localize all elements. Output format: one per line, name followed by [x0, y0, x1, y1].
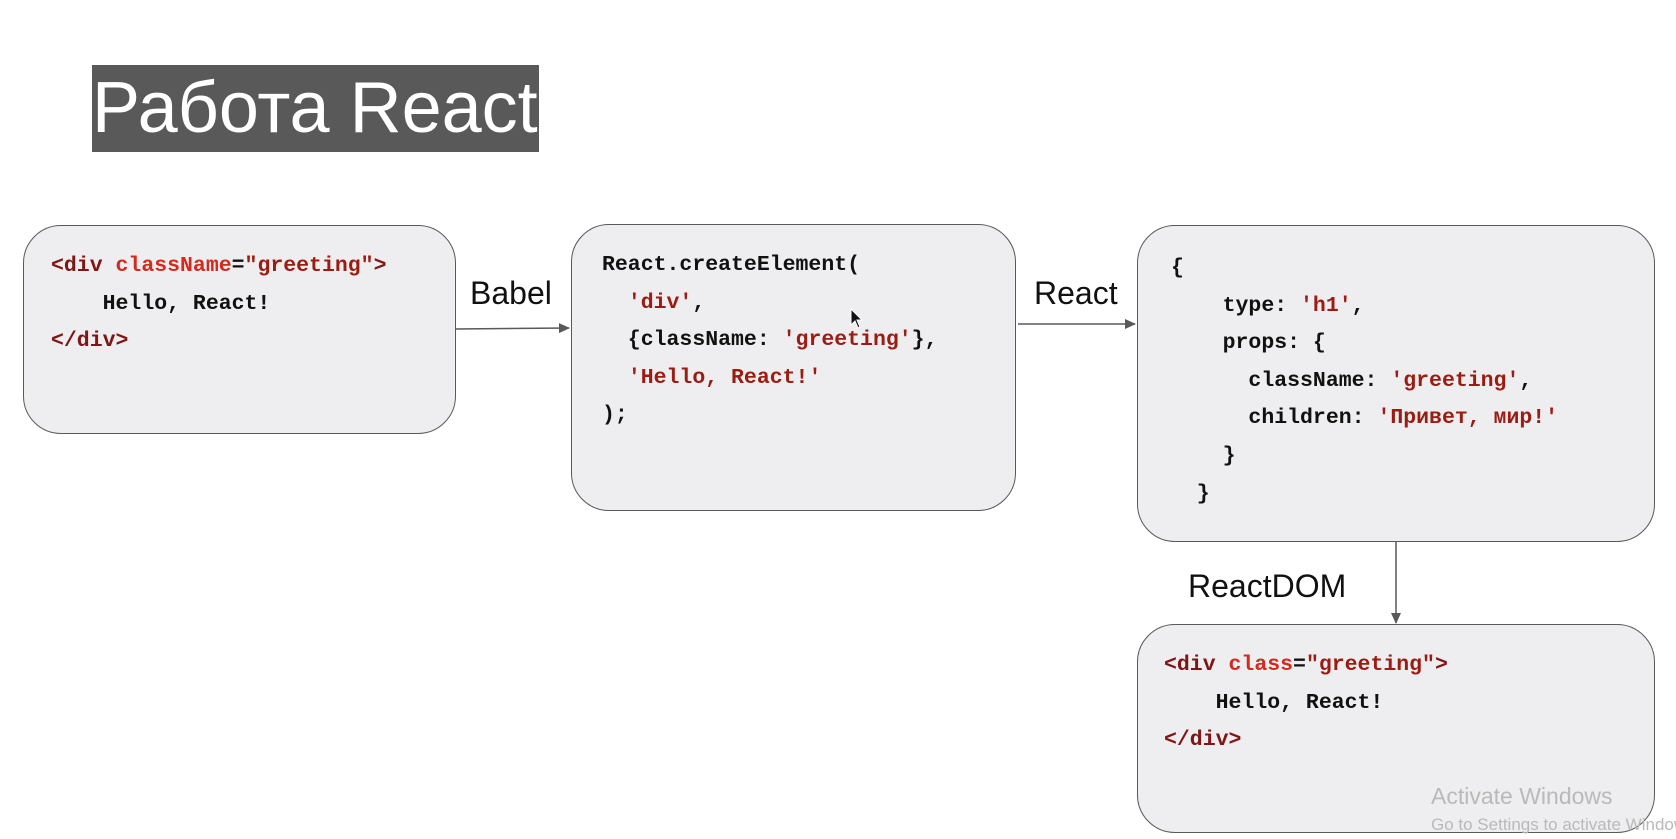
create-element-code: React.createElement( 'div', {className: … [602, 253, 938, 428]
dom-output-code: <div class="greeting"> Hello, React!</di… [1164, 653, 1448, 753]
attr-value: "greeting" [244, 254, 374, 278]
create-element-box: React.createElement( 'div', {className: … [571, 224, 1016, 511]
tag-open: <div [51, 254, 116, 278]
watermark-title: Activate Windows [1431, 783, 1613, 809]
react-element-code: { type: 'h1', props: { className: 'greet… [1171, 256, 1559, 506]
jsx-text: Hello, React! [51, 291, 271, 316]
arrow-babel [454, 323, 570, 334]
react-element-box: { type: 'h1', props: { className: 'greet… [1137, 225, 1655, 542]
label-babel: Babel [470, 275, 552, 311]
label-react-dom: ReactDOM [1188, 568, 1347, 604]
attr-name: className [115, 254, 232, 278]
page-title: Работа React [92, 65, 539, 152]
jsx-box: <div className="greeting"> Hello, React!… [23, 225, 456, 434]
mouse-cursor-icon [850, 308, 864, 329]
tag-close: </div> [51, 329, 129, 354]
watermark-subtitle: Go to Settings to activate Windows. [1431, 815, 1676, 834]
label-react: React [1034, 275, 1118, 311]
jsx-code: <div className="greeting"> Hello, React!… [51, 248, 386, 361]
dom-output-box: <div class="greeting"> Hello, React!</di… [1137, 624, 1655, 833]
